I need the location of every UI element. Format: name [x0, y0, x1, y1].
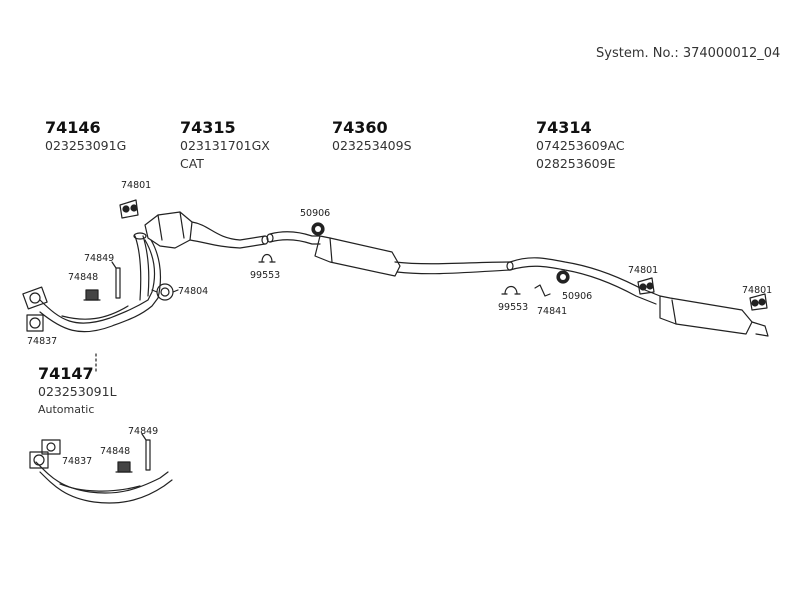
oem-code-74146: 023253091G — [45, 138, 127, 153]
ring-50906-right — [556, 270, 570, 284]
part-number-74314: 74314 — [536, 118, 592, 137]
bracket-74849-bottom — [141, 433, 151, 471]
system-number: System. No.: 374000012_04 — [596, 46, 781, 61]
part-number-74360: 74360 — [332, 118, 388, 137]
flange-gasket-74837-top — [22, 286, 48, 332]
oem-code-74147: 023253091L — [38, 384, 117, 399]
flange-gasket-74837-bottom — [29, 439, 61, 469]
hanger-74801-rear — [749, 293, 768, 311]
rubber-mount-74848-top — [83, 289, 101, 301]
label-74841: 74841 — [537, 306, 568, 317]
part-number-74147: 74147 — [38, 364, 94, 383]
part-number-74315: 74315 — [180, 118, 236, 137]
catalytic-converter-74315 — [144, 211, 269, 249]
label-74801-front: 74801 — [121, 180, 152, 191]
note-automatic: Automatic — [38, 403, 95, 416]
label-74848-bottom: 74848 — [100, 446, 131, 457]
hanger-74801-front — [119, 199, 139, 219]
clamp-99553-right — [501, 285, 521, 295]
hanger-74801-middle — [637, 277, 655, 295]
center-muffler-74360 — [266, 231, 514, 277]
oem-code-74314-b: 028253609E — [536, 156, 616, 171]
label-74801-rear: 74801 — [742, 285, 773, 296]
clamp-99553-left — [258, 253, 276, 263]
label-74801-middle: 74801 — [628, 265, 659, 276]
oem-code-74314-a: 074253609AC — [536, 138, 625, 153]
rubber-mount-74848-bottom — [115, 461, 133, 473]
rear-muffler-74314 — [509, 257, 769, 337]
oem-code-74360: 023253409S — [332, 138, 412, 153]
oem-code-74315: 023131701GX — [180, 138, 270, 153]
note-cat: CAT — [180, 156, 204, 171]
label-74849-bottom: 74849 — [128, 426, 159, 437]
gasket-74804 — [151, 283, 179, 301]
label-74837-top: 74837 — [27, 336, 58, 347]
label-74804: 74804 — [178, 286, 209, 297]
label-50906-left: 50906 — [300, 208, 331, 219]
label-74848-top: 74848 — [68, 272, 99, 283]
bracket-74849-top — [111, 261, 121, 299]
ring-50906-left — [311, 222, 325, 236]
label-99553-left: 99553 — [250, 270, 281, 281]
clip-74841 — [534, 284, 551, 297]
label-74849-top: 74849 — [84, 253, 115, 264]
label-50906-right: 50906 — [562, 291, 593, 302]
front-pipe-74146 — [39, 232, 162, 333]
front-pipe-74147 — [35, 461, 173, 504]
part-number-74146: 74146 — [45, 118, 101, 137]
label-74837-bottom: 74837 — [62, 456, 93, 467]
label-99553-right: 99553 — [498, 302, 529, 313]
